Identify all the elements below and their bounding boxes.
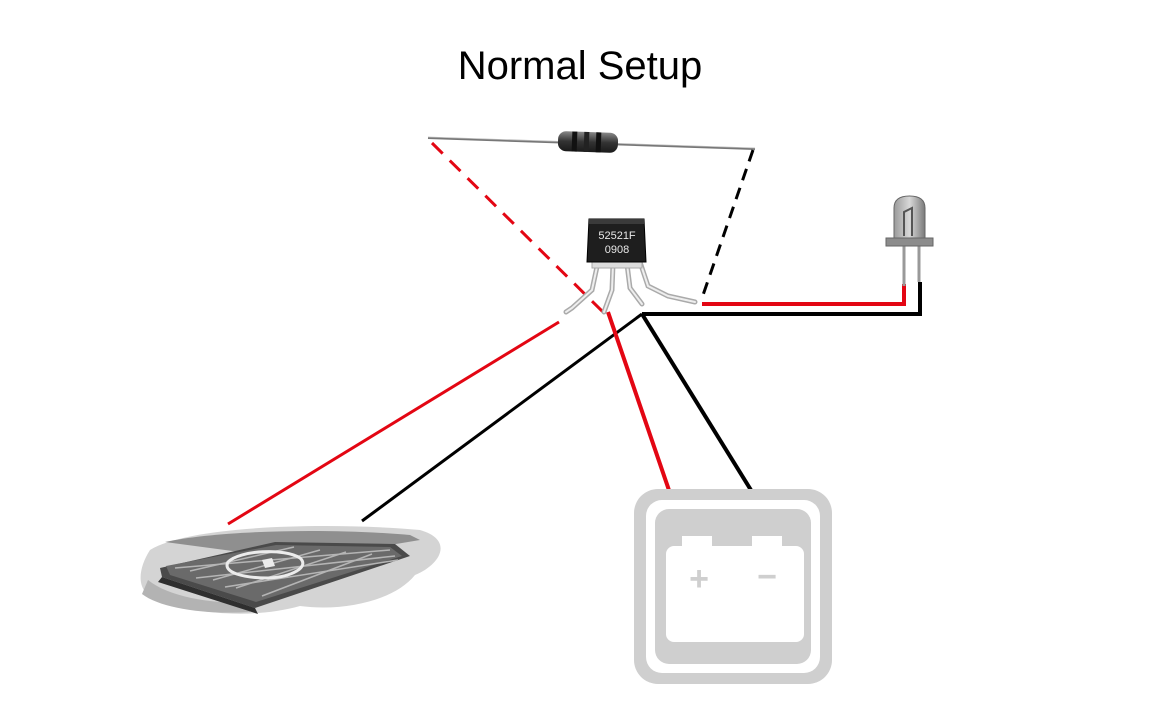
- battery-icon: + −: [634, 489, 832, 684]
- led-icon: [885, 195, 934, 286]
- resistor-lead-black: [700, 149, 755, 299]
- transistor-icon: 52521F 0908: [563, 218, 698, 315]
- solar-red-wire: [227, 320, 560, 526]
- battery-minus-label: −: [757, 558, 777, 596]
- chip-label-line1: 52521F: [598, 230, 636, 242]
- resistor-lead-red: [430, 141, 605, 314]
- resistor-icon: [427, 131, 756, 153]
- diagram-title: Normal Setup: [457, 44, 703, 88]
- solar-panel-icon: [140, 526, 441, 614]
- solar-black-wire: [361, 312, 643, 523]
- battery-plus-label: +: [689, 560, 709, 598]
- led-red-wire: [702, 284, 906, 306]
- led-black-wire: [642, 282, 922, 316]
- chip-label-line2: 0908: [605, 244, 629, 256]
